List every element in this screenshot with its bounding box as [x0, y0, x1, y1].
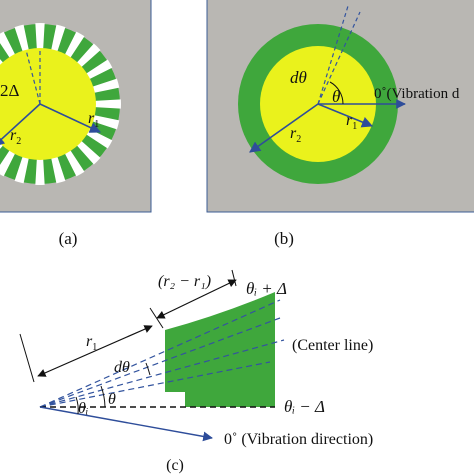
- panel-c-r2r1-dimension: [156, 279, 237, 319]
- panel-a-dashed-line-1: [25, 49, 41, 105]
- panel-c-caption: (c): [166, 457, 184, 474]
- panel-c-theta-i-label: θᵢ: [78, 400, 88, 417]
- panel-b-vibration-label: 0˚(Vibration d: [374, 86, 460, 102]
- panel-a-slot: [51, 24, 66, 52]
- panel-c-ray-upper: [39, 317, 281, 408]
- panel-a-slot: [92, 78, 120, 93]
- panel-b-dtheta-label: dθ: [290, 68, 307, 87]
- panel-a-slots: [0, 23, 121, 185]
- panel-c-dtheta-label: dθ: [114, 359, 130, 376]
- panel-a-slot: [35, 23, 45, 50]
- panel-a-r1-label: r1: [88, 110, 99, 130]
- panel-a-slot: [0, 31, 16, 59]
- panel-b-r2-label: r2: [290, 125, 301, 145]
- panel-a-slot: [0, 149, 16, 177]
- panel-a-slot: [35, 158, 45, 185]
- panel-c-vibration-label: 0˚ (Vibration direction): [224, 431, 373, 448]
- panel-c-extension-line-1: [19, 333, 35, 383]
- panel-a-slot: [85, 128, 113, 149]
- panel-b-r1-arrow: [317, 103, 374, 128]
- panel-b-theta-label: θ: [332, 87, 340, 106]
- panel-c-theta-i-arc: [75, 396, 79, 415]
- panel-a-r1-arrow: [39, 103, 102, 133]
- panel-c-r2r1-label: (r₂ − r₁): [158, 273, 211, 290]
- panel-c-extension-line-3: [231, 269, 237, 287]
- panel-a-slot: [14, 24, 29, 52]
- panel-c-theta-arc: [100, 385, 106, 408]
- panel-a-caption: (a): [59, 229, 78, 248]
- panel-a-delta-label: 2Δ: [0, 81, 20, 100]
- panel-b-dashed-line-2: [317, 11, 361, 105]
- panel-c-green-sector: [165, 292, 275, 407]
- panel-b-r1-label: r1: [346, 112, 357, 132]
- panel-a-slot: [76, 140, 101, 165]
- panel-c: (r₂ − r₁) θᵢ + Δ (Center line) r1 dθ θ θ…: [19, 269, 373, 474]
- panel-a-slot: [92, 115, 120, 130]
- panel-a-slot: [85, 59, 113, 80]
- panel-c-ray-theta-plus: [39, 299, 281, 408]
- panel-c-vibration-arrow: [39, 406, 213, 442]
- panel-a-slot: [94, 99, 121, 109]
- panel-b: dθ θ 0˚(Vibration d r1 r2 (b): [206, 0, 474, 248]
- panel-c-extension-line-2: [149, 307, 164, 329]
- panel-a-r2-label: r2: [10, 127, 21, 147]
- panel-a-slot: [76, 43, 101, 68]
- panel-c-dtheta-arc: [145, 362, 151, 376]
- panel-c-ray-lower: [39, 361, 271, 408]
- panel-a-slot: [51, 156, 66, 184]
- panel-c-theta-label: θ: [108, 391, 116, 408]
- panel-a-inner-disk: [0, 48, 96, 160]
- panel-b-caption: (b): [274, 229, 294, 248]
- panel-c-r1-label: r1: [86, 333, 97, 353]
- panel-b-theta-arc: [329, 81, 344, 105]
- panel-b-dashed-line-1: [317, 5, 349, 105]
- panel-a-slot: [64, 31, 85, 59]
- panel-a-slot: [14, 156, 29, 184]
- panel-b-r2-arrow: [249, 103, 319, 153]
- panel-a-slot: [64, 149, 85, 177]
- panel-c-ray-center: [39, 339, 285, 408]
- panel-c-theta-plus-label: θᵢ + Δ: [246, 279, 287, 298]
- panel-a: 2Δ r1 r2 (a): [0, 0, 152, 248]
- panel-a-r2-arrow: [0, 103, 41, 147]
- panel-c-center-line-label: (Center line): [292, 337, 373, 354]
- panel-c-white-notch: [165, 392, 185, 407]
- panel-c-theta-minus-label: θᵢ − Δ: [284, 397, 325, 416]
- panel-c-r1-dimension: [37, 325, 153, 377]
